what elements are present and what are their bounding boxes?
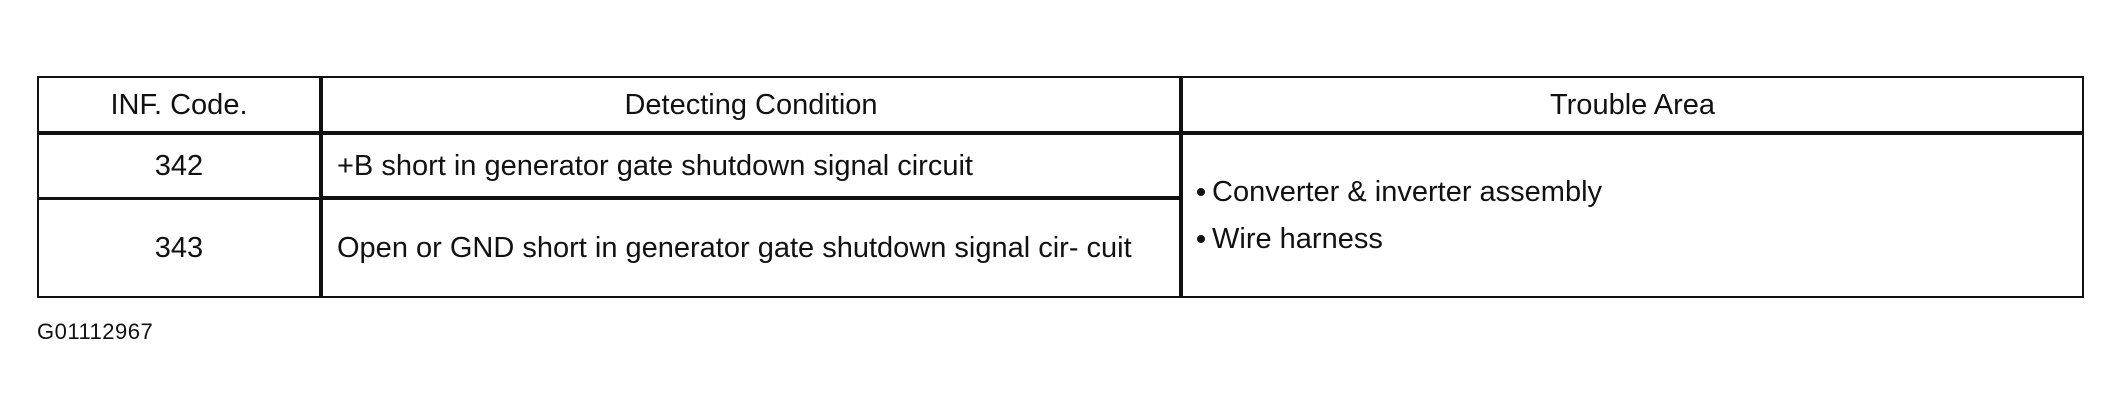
list-item: Converter & inverter assembly [1195,169,2082,216]
inf-code-cell: 342 [37,132,323,200]
inf-code-table: INF. Code. Detecting Condition Trouble A… [37,76,2084,298]
bullet-icon [1197,188,1205,196]
bullet-icon [1197,235,1205,243]
header-inf-code: INF. Code. [37,76,323,135]
detecting-condition-cell: +B short in generator gate shutdown sign… [320,132,1183,200]
table-row: 343 Open or GND short in generator gate … [37,197,2083,298]
trouble-area-list: Converter & inverter assembly Wire harne… [1195,169,2082,263]
figure-id: G01112967 [37,319,154,344]
table-header-row: INF. Code. Detecting Condition Trouble A… [37,76,2084,135]
detecting-condition-cell: Open or GND short in generator gate shut… [320,197,1183,298]
list-item: Wire harness [1195,216,2082,263]
header-trouble-area: Trouble Area [1180,76,2084,135]
inf-code-cell: 343 [37,197,323,298]
trouble-area-cell: Converter & inverter assembly Wire harne… [1180,132,2084,298]
header-detecting-condition: Detecting Condition [320,76,1183,135]
table-row: 342 +B short in generator gate shutdown … [37,132,2084,298]
trouble-area-item: Converter & inverter assembly [1212,175,1603,208]
trouble-area-item: Wire harness [1212,222,1383,255]
